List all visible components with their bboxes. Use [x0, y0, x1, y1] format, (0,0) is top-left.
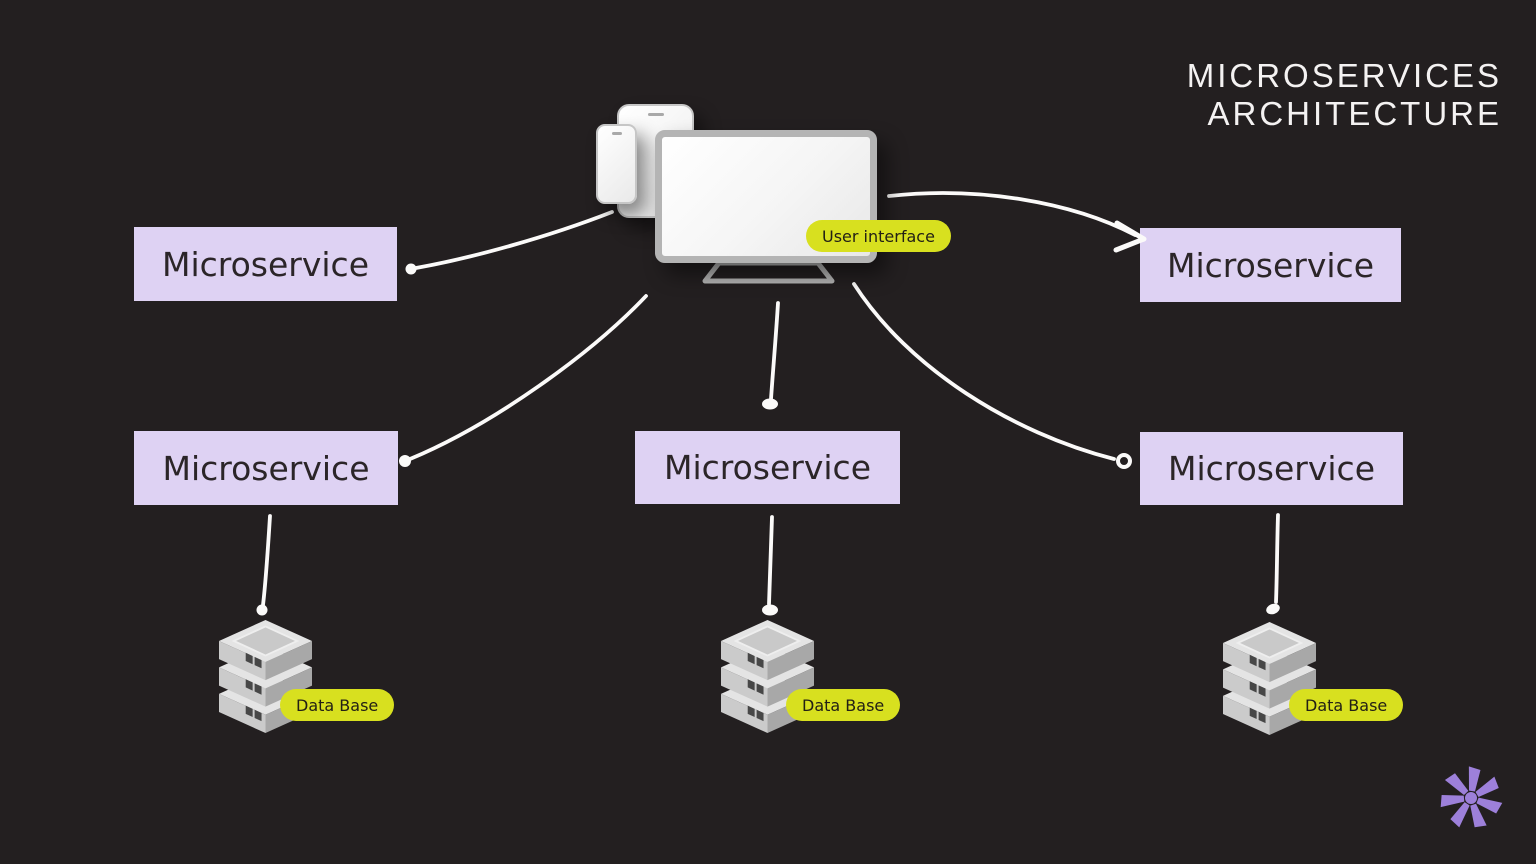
- microservice-box-mid-left: Microservice: [134, 431, 398, 505]
- database-badge-label: Data Base: [1305, 695, 1388, 715]
- arrow-dot: [405, 263, 417, 275]
- arrow-dot: [399, 455, 411, 467]
- arrow-ms-to-db-center: [767, 515, 774, 606]
- microservice-label: Microservice: [1167, 449, 1376, 488]
- arrowhead-ring-mid-right: [1116, 453, 1132, 469]
- database-badge-left: Data Base: [280, 689, 395, 721]
- database-badge-label: Data Base: [802, 695, 885, 715]
- database-badge-right: Data Base: [1289, 689, 1404, 721]
- arrow-devices-to-mid-left: [408, 294, 648, 461]
- user-interface-badge: User interface: [806, 220, 951, 252]
- microservice-label: Microservice: [161, 244, 370, 284]
- arrow-dot: [762, 398, 778, 410]
- page-title: MICROSERVICES ARCHITECTURE: [1187, 57, 1502, 133]
- arrowhead-top-right: [1113, 220, 1147, 253]
- tablet-speaker: [647, 113, 664, 116]
- arrow-ms-to-db-right: [1274, 513, 1280, 604]
- database-badge-label: Data Base: [296, 695, 379, 715]
- arrow-dot: [1266, 603, 1280, 615]
- page-title-line2: ARCHITECTURE: [1207, 95, 1502, 132]
- arrow-dot: [762, 604, 778, 616]
- phone-icon: [596, 124, 637, 204]
- microservice-box-top-left: Microservice: [134, 227, 397, 301]
- microservice-box-mid-center: Microservice: [635, 431, 900, 504]
- user-interface-badge-label: User interface: [822, 226, 935, 246]
- microservice-label: Microservice: [162, 448, 370, 488]
- arrow-devices-to-mid-right: [852, 282, 1116, 461]
- microservice-box-top-right: Microservice: [1140, 228, 1401, 302]
- arrow-devices-to-top-right: [887, 191, 1137, 237]
- monitor-stand: [702, 260, 835, 284]
- arrow-devices-to-center: [769, 301, 780, 401]
- database-stack-icon: [1222, 622, 1317, 735]
- microservice-label: Microservice: [663, 448, 872, 487]
- arrow-ms-to-db-left: [261, 514, 272, 607]
- database-stack-icon: [218, 620, 313, 733]
- database-badge-center: Data Base: [786, 689, 901, 721]
- asterisk-logo: [1440, 766, 1503, 828]
- arrow-dot: [256, 604, 268, 616]
- microservice-box-mid-right: Microservice: [1140, 432, 1403, 505]
- microservice-label: Microservice: [1166, 245, 1375, 285]
- page-title-line1: MICROSERVICES: [1186, 57, 1502, 94]
- phone-speaker: [611, 132, 622, 135]
- arrow-devices-to-top-left: [414, 210, 614, 270]
